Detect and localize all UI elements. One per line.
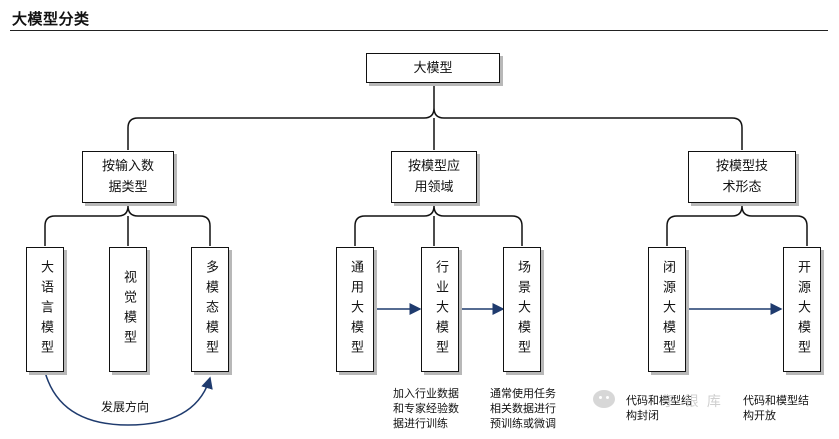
leaf-label: 通用大模型: [348, 259, 363, 360]
leaf-label: 视觉模型: [121, 269, 136, 350]
leaf-industry-model: 行业大模型: [421, 247, 459, 372]
leaf-label: 行业大模型: [433, 259, 448, 360]
wechat-watermark-icon: [593, 390, 615, 408]
leaf-label: 开源大模型: [795, 259, 810, 360]
scenario-model-note: 通常使用任务 相关数据进行 预训练或微调: [490, 387, 556, 430]
leaf-open-source-model: 开源大模型: [783, 247, 821, 372]
leaf-vision-model: 视觉模型: [109, 247, 147, 372]
leaf-large-language-model: 大语言模型: [26, 247, 64, 372]
watermark-text: 子 银 库: [662, 394, 723, 410]
leaf-label: 场景大模型: [515, 259, 530, 360]
category-1-brace: [44, 204, 211, 246]
leaf-general-model: 通用大模型: [336, 247, 374, 372]
category-label: 按模型应 用领域: [407, 159, 460, 195]
page-title: 大模型分类: [12, 10, 90, 28]
development-direction-label: 发展方向: [101, 400, 150, 414]
root-brace: [127, 83, 743, 150]
category-label: 按输入数 据类型: [101, 159, 154, 195]
closed-source-note: 代码和模型结 构封闭: [626, 394, 692, 422]
root-node-label: 大模型: [413, 60, 453, 76]
leaf-label: 闭源大模型: [660, 259, 675, 360]
title-divider: [10, 30, 828, 31]
leaf-closed-source-model: 闭源大模型: [648, 247, 686, 372]
leaf-label: 多模态模型: [203, 259, 218, 360]
root-node: 大模型: [366, 53, 500, 83]
leaf-scenario-model: 场景大模型: [503, 247, 541, 372]
development-curve-arrow: [44, 371, 213, 426]
category-application-domain: 按模型应 用领域: [391, 151, 477, 203]
category-technical-form: 按模型技 术形态: [688, 151, 796, 203]
industry-model-note: 加入行业数据 和专家经验数 据进行训练: [393, 387, 459, 430]
leaf-multimodal-model: 多模态模型: [191, 247, 229, 372]
category-3-brace: [666, 204, 808, 246]
leaf-label: 大语言模型: [38, 259, 53, 360]
category-label: 按模型技 术形态: [715, 159, 768, 195]
category-2-brace: [354, 204, 523, 246]
category-input-data-type: 按输入数 据类型: [82, 151, 174, 203]
open-source-note: 代码和模型结 构开放: [743, 394, 809, 422]
